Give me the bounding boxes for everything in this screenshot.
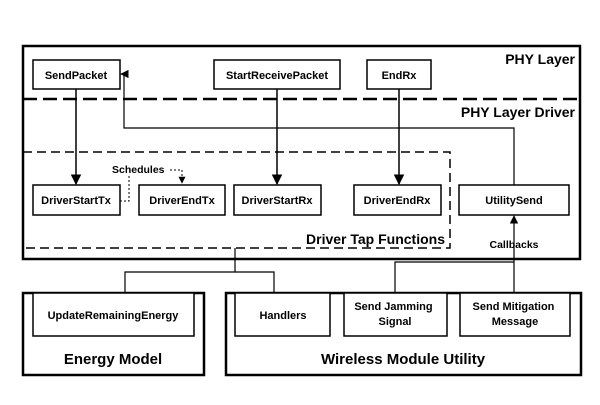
send-mitigation-message-line-2: Message — [492, 316, 538, 328]
update-remaining-energy-box — [32, 292, 195, 337]
send-jamming-signal-line-1: Send Jamming — [354, 301, 432, 313]
send-jamming-signal-line-2: Signal — [378, 316, 411, 328]
send-packet-label: SendPacket — [45, 70, 108, 82]
handlers-box — [234, 292, 331, 337]
driver-tap-functions-box — [22, 151, 451, 249]
wireless-module-utility-title: Wireless Module Utility — [321, 351, 486, 368]
send-jamming-signal-box — [343, 292, 448, 337]
end-rx-box — [366, 59, 432, 90]
energy-model-title: Energy Model — [64, 351, 162, 368]
start-receive-packet-box — [213, 59, 341, 90]
driver-end-rx-box — [353, 184, 442, 216]
send-mitigation-message-label: Send Mitigation Message — [473, 301, 558, 328]
callbacks-bus — [394, 261, 514, 293]
send-packet-box — [32, 59, 121, 90]
start-receive-packet-label: StartReceivePacket — [226, 70, 328, 82]
tap-to-handlers-connector — [235, 271, 275, 293]
end-rx-label: EndRx — [382, 70, 418, 82]
driver-tap-functions-title: Driver Tap Functions — [306, 231, 445, 247]
driver-start-rx-box — [233, 184, 322, 216]
driver-start-tx-label: DriverStartTx — [41, 195, 112, 207]
phy-layer-driver-title: PHY Layer Driver — [461, 104, 576, 120]
send-mitigation-message-line-1: Send Mitigation — [473, 301, 555, 313]
driver-end-tx-label: DriverEndTx — [149, 195, 215, 207]
driver-start-rx-label: DriverStartRx — [242, 195, 314, 207]
schedules-connector — [120, 176, 130, 202]
schedules-label: Schedules — [112, 164, 165, 176]
utility-send-box — [458, 184, 570, 216]
handlers-label: Handlers — [259, 310, 306, 322]
utility-send-label: UtilitySend — [485, 195, 542, 207]
update-remaining-energy-label: UpdateRemainingEnergy — [48, 310, 180, 322]
driver-start-tx-box — [32, 184, 121, 216]
arrow-utilitysend-to-sendpacket — [120, 69, 515, 185]
send-mitigation-message-box — [459, 292, 571, 337]
send-jamming-signal-label: Send Jamming Signal — [354, 301, 435, 328]
driver-end-rx-label: DriverEndRx — [364, 195, 432, 207]
phy-layer-title: PHY Layer — [505, 51, 575, 67]
tap-to-modules-connector — [124, 248, 236, 293]
schedules-arrow — [170, 169, 186, 184]
driver-end-tx-box — [138, 184, 226, 216]
callbacks-label: Callbacks — [489, 239, 538, 251]
